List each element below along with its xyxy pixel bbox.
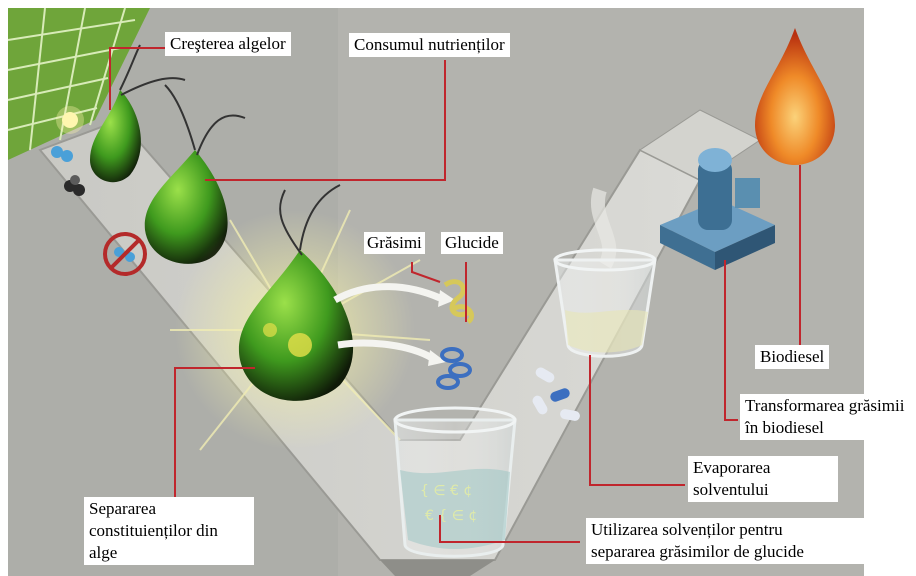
label-algae-growth: Creşterea algelor bbox=[165, 32, 291, 56]
svg-text:{ ∈ € ¢: { ∈ € ¢ bbox=[420, 483, 472, 499]
label-separation-line2: constituienților din bbox=[89, 520, 249, 542]
label-fat-transformation: Transformarea grăsimii în biodiesel bbox=[740, 394, 910, 440]
label-fat-transformation-line1: Transformarea grăsimii bbox=[745, 395, 905, 417]
svg-text:€ { ∈ ¢: € { ∈ ¢ bbox=[425, 508, 477, 524]
label-solvent-use-line1: Utilizarea solvenților pentru bbox=[591, 519, 863, 541]
label-nutrient-consumption: Consumul nutrienților bbox=[349, 33, 510, 57]
label-separation-line3: alge bbox=[89, 542, 249, 564]
label-solvent-use: Utilizarea solvenților pentru separarea … bbox=[586, 518, 868, 564]
label-fat-transformation-line2: în biodiesel bbox=[745, 417, 905, 439]
label-fats: Grăsimi bbox=[364, 232, 425, 254]
label-solvent-evaporation-line1: Evaporarea bbox=[693, 457, 833, 479]
label-solvent-evaporation-line2: solventului bbox=[693, 479, 833, 501]
label-solvent-evaporation: Evaporarea solventului bbox=[688, 456, 838, 502]
label-carbohydrates: Glucide bbox=[441, 232, 503, 254]
label-separation-line1: Separarea bbox=[89, 498, 249, 520]
label-biodiesel: Biodiesel bbox=[755, 345, 829, 369]
label-solvent-use-line2: separarea grăsimilor de glucide bbox=[591, 541, 863, 563]
solvent-beaker-icon: { ∈ € ¢ € { ∈ ¢ bbox=[395, 408, 515, 556]
label-separation: Separarea constituienților din alge bbox=[84, 497, 254, 565]
